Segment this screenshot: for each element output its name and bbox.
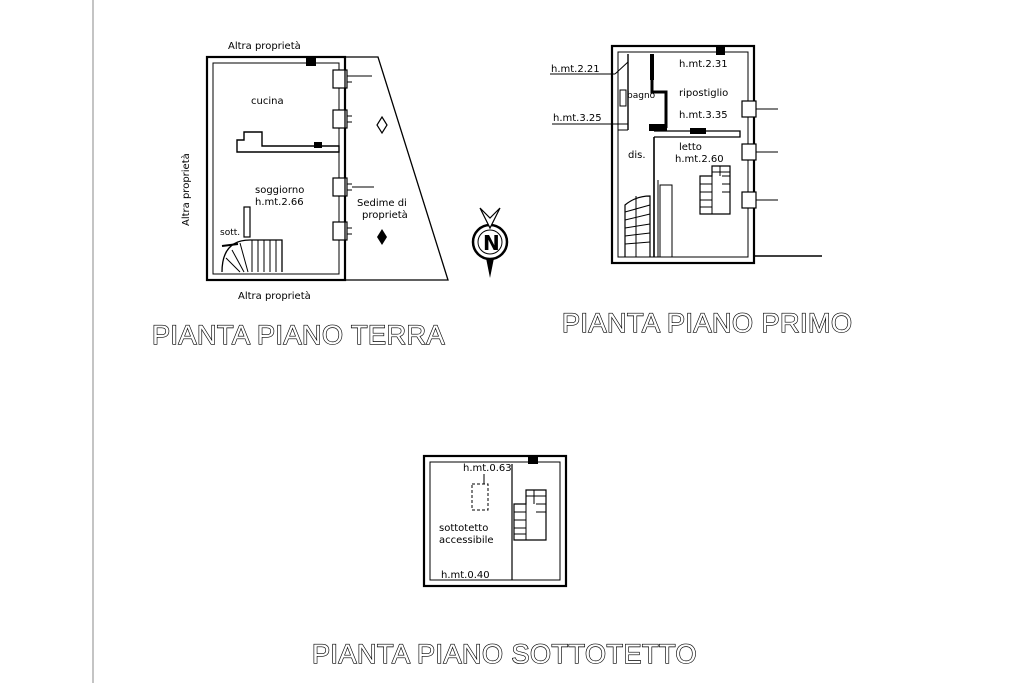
storage-label: ripostiglio bbox=[679, 88, 728, 99]
living-room-height-label: h.mt.2.66 bbox=[255, 197, 304, 208]
property-area-label-line1: Sedime di bbox=[357, 198, 407, 209]
attic-title: PIANTA PIANO SOTTOTETTO bbox=[312, 639, 697, 669]
left-neighbor-label: Altra proprietà bbox=[180, 153, 192, 226]
attic-label-line2: accessibile bbox=[439, 535, 494, 546]
first-floor-stairs-left bbox=[624, 195, 651, 257]
first-floor-stairs-right bbox=[659, 165, 731, 258]
north-label: N bbox=[483, 231, 500, 255]
door-marker-icon bbox=[377, 229, 387, 245]
attic-plan: h.mt.0.63 sottotetto accessibile h.mt.0.… bbox=[311, 454, 697, 670]
ground-floor-windows bbox=[332, 69, 352, 241]
property-area-label-line2: proprietà bbox=[362, 209, 408, 221]
ground-floor-title: PIANTA PIANO TERRA bbox=[152, 320, 445, 350]
attic-height-063: h.mt.0.63 bbox=[463, 463, 512, 474]
first-floor-height-231: h.mt.2.31 bbox=[679, 59, 728, 70]
door-marker-icon bbox=[376, 115, 388, 135]
first-floor-title: PIANTA PIANO PRIMO bbox=[562, 308, 853, 338]
bathroom-label: bagno bbox=[627, 91, 656, 101]
living-room-label: soggiorno bbox=[255, 185, 304, 196]
attic-chimney-outline bbox=[471, 483, 489, 511]
attic-height-040: h.mt.0.40 bbox=[441, 570, 490, 581]
north-compass-icon: N bbox=[471, 207, 509, 278]
property-area bbox=[344, 56, 449, 281]
top-neighbor-label: Altra proprietà bbox=[228, 40, 301, 52]
bedroom-height-label: h.mt.2.60 bbox=[675, 154, 724, 165]
bottom-neighbor-label: Altra proprietà bbox=[238, 290, 311, 302]
attic-outer-wall bbox=[422, 454, 568, 588]
first-floor-height-221: h.mt.2.21 bbox=[551, 64, 600, 75]
hallway-label: dis. bbox=[628, 150, 646, 161]
under-stairs-label: sott. bbox=[220, 228, 240, 238]
bedroom-label: letto bbox=[679, 142, 702, 153]
kitchen-label: cucina bbox=[251, 96, 284, 107]
attic-label-line1: sottotetto bbox=[439, 523, 488, 534]
ground-floor-stairs bbox=[221, 206, 283, 273]
first-floor-plan: h.mt.2.21 h.mt.2.31 bagno ripostiglio h.… bbox=[550, 44, 853, 339]
first-floor-windows bbox=[741, 100, 778, 209]
first-floor-height-335: h.mt.3.35 bbox=[679, 110, 728, 121]
ground-floor-plan: Altra proprietà Altra proprietà Altra pr… bbox=[151, 40, 449, 351]
first-floor-height-325: h.mt.3.25 bbox=[553, 113, 602, 124]
attic-stairs bbox=[513, 489, 547, 541]
